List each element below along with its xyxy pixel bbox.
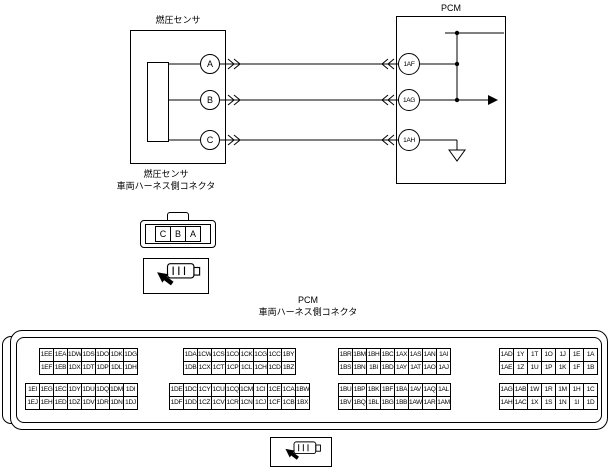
pcm-terminal-1ah: 1AH xyxy=(398,129,420,151)
wiring-svg xyxy=(169,30,504,162)
pcm-view-direction-box xyxy=(270,437,332,467)
sensor-connector-caption: 燃圧センサ 車両ハーネス側コネクタ xyxy=(76,168,256,192)
sensor-title: 燃圧センサ xyxy=(155,15,201,25)
sensor-terminal-c: C xyxy=(200,130,220,150)
ground-icon xyxy=(448,149,466,162)
signal-arrow-icon xyxy=(488,95,498,105)
connector-chevron-right-icon xyxy=(227,58,241,146)
sensor-element xyxy=(147,62,169,142)
sensor-connector-cell-b: B xyxy=(170,226,186,242)
view-direction-icon xyxy=(285,441,321,460)
sensor-terminal-b: B xyxy=(200,90,220,110)
sensor-connector-cell-c: C xyxy=(155,226,171,242)
sensor-view-direction-box xyxy=(143,258,209,294)
sensor-connector-caption-line1: 燃圧センサ xyxy=(143,169,189,179)
junction-dots xyxy=(454,30,460,103)
pcm-title: PCM xyxy=(441,3,461,13)
sensor-connector-caption-line2: 車両ハーネス側コネクタ xyxy=(116,181,216,191)
pcm-connector-inner-outline xyxy=(16,337,602,423)
schematic-layer: 燃圧センサ PCM xyxy=(0,0,616,200)
pcm-connector-caption-line2: 車両ハーネス側コネクタ xyxy=(258,307,358,317)
pcm-terminal-1ag: 1AG xyxy=(398,89,420,111)
sensor-terminal-a: A xyxy=(200,54,220,74)
pcm-connector-caption: PCM 車両ハーネス側コネクタ xyxy=(228,294,388,318)
sensor-connector-cell-a: A xyxy=(185,226,201,242)
pcm-terminal-1af: 1AF xyxy=(398,53,420,75)
view-direction-icon xyxy=(157,263,201,286)
connector-chevron-left-icon xyxy=(381,58,395,146)
pcm-connector-caption-line1: PCM xyxy=(298,295,318,305)
